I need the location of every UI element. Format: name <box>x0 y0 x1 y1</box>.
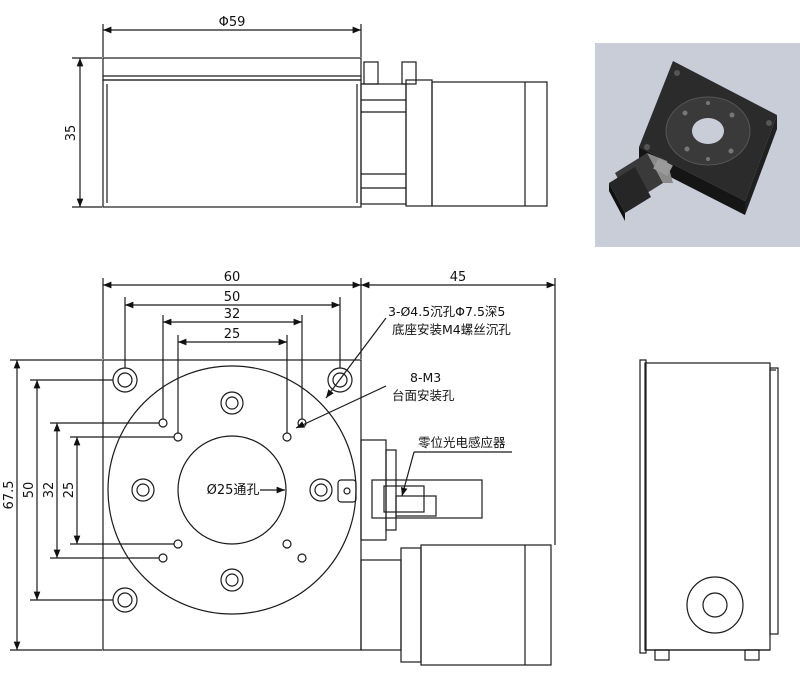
front-view <box>10 278 556 666</box>
dim-holes-mid-label: 32 <box>224 307 241 322</box>
side-view <box>639 359 779 661</box>
dim-motor-length-label: 45 <box>450 270 467 285</box>
callout-sensor: 零位光电感应器 <box>418 435 506 450</box>
dim-total-height-label: 67.5 <box>2 481 17 510</box>
dim-holes-inner-label: 25 <box>224 327 241 342</box>
dim-v-outer-label: 50 <box>22 482 37 499</box>
dim-holes-outer-label: 50 <box>224 290 241 305</box>
callout-table-holes-line2: 台面安装孔 <box>392 388 455 403</box>
callout-base-holes-line2: 底座安装M4螺丝沉孔 <box>392 322 511 337</box>
dim-width-label: 60 <box>224 270 241 285</box>
callout-table-holes-line1: 8-M3 <box>410 370 441 385</box>
dim-v-inner-label: 25 <box>62 482 77 499</box>
dim-diameter-label: Φ59 <box>219 15 246 30</box>
center-hole-label: Ø25通孔 <box>207 483 260 498</box>
dim-height-label: 35 <box>64 125 79 142</box>
rotary-stage-render <box>609 61 777 221</box>
callout-base-holes-line1: 3-Ø4.5沉孔Φ7.5深5 <box>388 304 505 319</box>
top-view <box>72 24 548 208</box>
product-photo <box>595 43 800 247</box>
dim-v-mid-label: 32 <box>42 482 57 499</box>
